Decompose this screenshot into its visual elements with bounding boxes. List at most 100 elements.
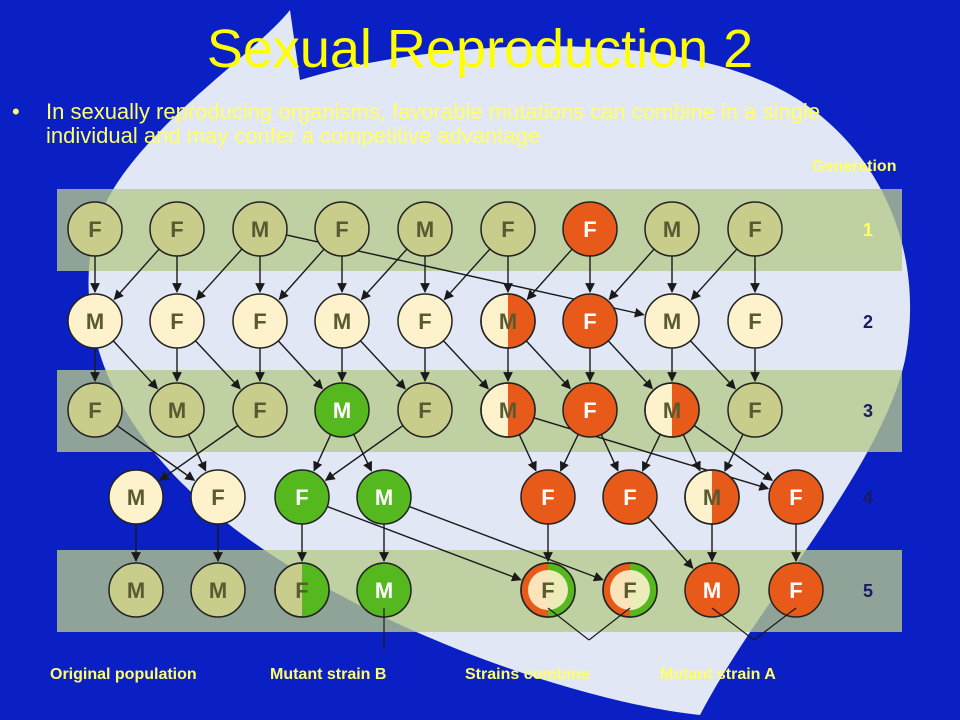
individual-male: M (232, 201, 288, 257)
individual-female: F (768, 469, 824, 525)
individual-female: F (768, 562, 824, 618)
lineage-arrow (353, 434, 373, 472)
individual-male: M (644, 201, 700, 257)
individual-label: F (623, 485, 636, 510)
individual-label: M (375, 578, 393, 603)
individual-female: F (314, 201, 370, 257)
lineage-arrow (278, 248, 325, 301)
lineage-arrow (724, 433, 744, 472)
individual-label: M (663, 309, 681, 334)
lineage-arrow (360, 248, 408, 301)
generation-number: 1 (863, 220, 873, 240)
lineage-arrow (607, 340, 654, 390)
individual-label: M (703, 485, 721, 510)
lineage-arrow (324, 425, 404, 481)
individual-female: F (562, 293, 618, 349)
individual-label: M (127, 485, 145, 510)
individual-label: F (583, 309, 596, 334)
individual-male: M (644, 382, 700, 438)
individual-female: F (727, 293, 783, 349)
lineage-arrow (690, 248, 738, 301)
individual-female: F (232, 293, 288, 349)
individual-female: F (149, 293, 205, 349)
individual-male: M (480, 382, 536, 438)
individual-label: M (168, 398, 186, 423)
individual-label: M (499, 309, 517, 334)
lineage-arrow (518, 434, 537, 472)
lineage-arrow (158, 424, 239, 481)
individual-female: F (727, 382, 783, 438)
individual-label: M (333, 398, 351, 423)
individual-label: F (211, 485, 224, 510)
individual-label: F (789, 578, 802, 603)
individual-male: M (356, 469, 412, 525)
lineage-arrows (90, 234, 801, 582)
individual-male: M (397, 201, 453, 257)
lineage-arrow (195, 248, 243, 301)
individual-label: F (748, 309, 761, 334)
individual-label: F (748, 398, 761, 423)
generation-number: 2 (863, 312, 873, 332)
lineage-arrow (647, 516, 694, 569)
individual-label: F (789, 485, 802, 510)
lineage-arrow (113, 248, 160, 301)
background-swoosh (88, 10, 911, 715)
individual-female: F (397, 382, 453, 438)
individual-female: F (274, 469, 330, 525)
individual-female: F (67, 382, 123, 438)
individual-label: M (251, 217, 269, 242)
bottom-callout-lines (383, 607, 797, 650)
individual-female: F (149, 201, 205, 257)
individual-female: F (67, 201, 123, 257)
individual-female: F (274, 562, 330, 618)
individual-label: F (88, 217, 101, 242)
lineage-arrow (187, 434, 207, 472)
bullet-body: In sexually reproducing organisms, favor… (46, 99, 821, 148)
individual-label: F (501, 217, 514, 242)
slide-title: Sexual Reproduction 2 (206, 19, 754, 79)
individual-label: M (375, 485, 393, 510)
bullet-marker: • (12, 99, 20, 124)
lineage-arrow (525, 340, 572, 390)
individual-label: F (170, 217, 183, 242)
lineage-arrow (409, 505, 604, 582)
individual-male: M (67, 293, 123, 349)
generation-number: 4 (863, 488, 873, 508)
individual-label: F (541, 578, 554, 603)
individual-label: M (663, 398, 681, 423)
individual-female: F (520, 469, 576, 525)
individual-label: F (748, 217, 761, 242)
individual-label: F (253, 309, 266, 334)
individual-label: F (295, 578, 308, 603)
label-mutant-strain-a: Mutant strain A (660, 666, 776, 683)
lineage-arrow (600, 434, 619, 472)
individual-label: F (623, 578, 636, 603)
individual-female: F (727, 201, 783, 257)
lineage-arrow (112, 340, 159, 390)
lineage-arrow (689, 340, 736, 390)
individual-male: M (314, 382, 370, 438)
individual-label: M (663, 217, 681, 242)
individual-male: M (480, 293, 536, 349)
individual-female: F (190, 469, 246, 525)
lineage-arrow (116, 425, 196, 481)
individual-male: M (108, 469, 164, 525)
individual-label: F (88, 398, 101, 423)
individual-female: F (232, 382, 288, 438)
individual-label: F (583, 217, 596, 242)
individual-male: M (684, 469, 740, 525)
generation-number: 5 (863, 581, 873, 601)
individual-female: F (562, 201, 618, 257)
individual-female: F (480, 201, 536, 257)
individual-label: M (703, 578, 721, 603)
lineage-arrow (693, 424, 774, 481)
individual-female: F (602, 562, 658, 618)
individual-label: F (418, 398, 431, 423)
individual-label: M (333, 309, 351, 334)
individual-male: M (356, 562, 412, 618)
individual-female: F (562, 382, 618, 438)
individual-male: M (190, 562, 246, 618)
individual-label: M (416, 217, 434, 242)
